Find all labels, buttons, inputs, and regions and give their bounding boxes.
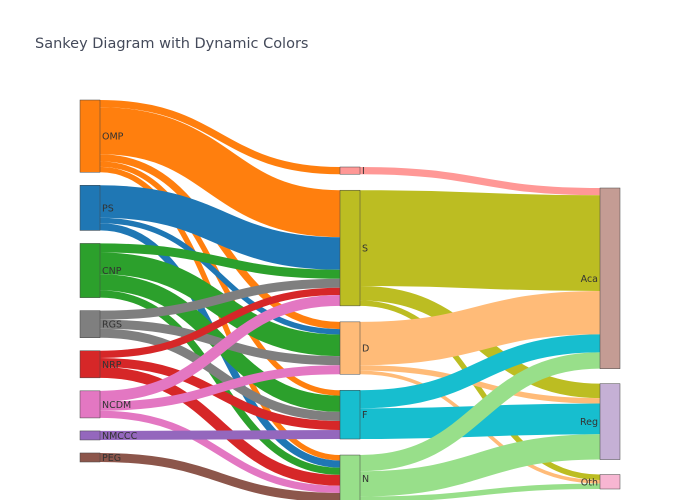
node-label-d: D xyxy=(362,344,369,355)
node-i[interactable] xyxy=(339,166,361,175)
link-nrp-n[interactable] xyxy=(99,366,341,486)
node-s[interactable] xyxy=(339,189,361,307)
link-cnp-d[interactable] xyxy=(99,252,341,357)
node-reg[interactable] xyxy=(599,383,621,460)
node-label-cnp: CNP xyxy=(102,266,122,277)
link-ncdm-s[interactable] xyxy=(99,295,341,402)
link-ncdm-d[interactable] xyxy=(99,365,341,411)
link-n-oth[interactable] xyxy=(359,483,601,500)
link-cnp-s[interactable] xyxy=(99,243,341,279)
node-label-f: F xyxy=(362,410,367,421)
node-nrp[interactable] xyxy=(79,350,101,379)
link-ncdm-n[interactable] xyxy=(99,410,341,493)
chart-title: Sankey Diagram with Dynamic Colors xyxy=(35,36,309,52)
link-d-aca[interactable] xyxy=(359,290,601,366)
node-ncdm[interactable] xyxy=(79,390,101,419)
links-layer xyxy=(99,99,601,500)
link-nrp-s[interactable] xyxy=(99,287,341,358)
link-rgs-s[interactable] xyxy=(99,278,341,320)
node-label-i: I xyxy=(362,166,365,177)
link-n-aca[interactable] xyxy=(359,352,601,472)
link-omp-s[interactable] xyxy=(99,107,341,238)
link-f-aca[interactable] xyxy=(359,334,601,409)
link-ps-s[interactable] xyxy=(99,185,341,270)
node-oth[interactable] xyxy=(599,474,621,490)
node-label-reg: Reg xyxy=(580,417,598,428)
link-nmccc-f[interactable] xyxy=(99,429,341,440)
node-label-oth: Oth xyxy=(581,477,598,488)
link-s-oth[interactable] xyxy=(359,300,601,480)
link-s-aca[interactable] xyxy=(359,190,601,291)
node-label-s: S xyxy=(362,244,368,255)
node-f[interactable] xyxy=(339,389,361,440)
link-omp-i[interactable] xyxy=(99,99,341,175)
link-d-reg[interactable] xyxy=(359,365,601,404)
link-rgs-f[interactable] xyxy=(99,328,341,421)
link-n-reg[interactable] xyxy=(359,434,601,497)
node-label-ps: PS xyxy=(102,203,114,214)
node-label-n: N xyxy=(362,474,369,485)
node-cnp[interactable] xyxy=(79,243,101,298)
node-label-rgs: RGS xyxy=(102,320,122,331)
link-nrp-f[interactable] xyxy=(99,357,341,430)
link-peg-n[interactable] xyxy=(99,452,341,500)
node-label-nmccc: NMCCC xyxy=(102,431,138,442)
link-ps-d[interactable] xyxy=(99,217,341,335)
node-label-aca: Aca xyxy=(581,274,598,285)
link-cnp-n[interactable] xyxy=(99,290,341,475)
node-d[interactable] xyxy=(339,321,361,375)
nodes-layer xyxy=(79,99,621,500)
node-label-nrp: NRP xyxy=(102,360,122,371)
node-rgs[interactable] xyxy=(79,310,101,338)
node-label-peg: PEG xyxy=(102,453,121,464)
node-n[interactable] xyxy=(339,454,361,500)
node-omp[interactable] xyxy=(79,99,101,173)
node-nmccc[interactable] xyxy=(79,430,101,441)
node-label-omp: OMP xyxy=(102,132,124,143)
node-peg[interactable] xyxy=(79,452,101,463)
link-i-aca[interactable] xyxy=(359,166,601,196)
node-aca[interactable] xyxy=(599,187,621,369)
node-ps[interactable] xyxy=(79,185,101,231)
node-label-ncdm: NCDM xyxy=(102,400,131,411)
